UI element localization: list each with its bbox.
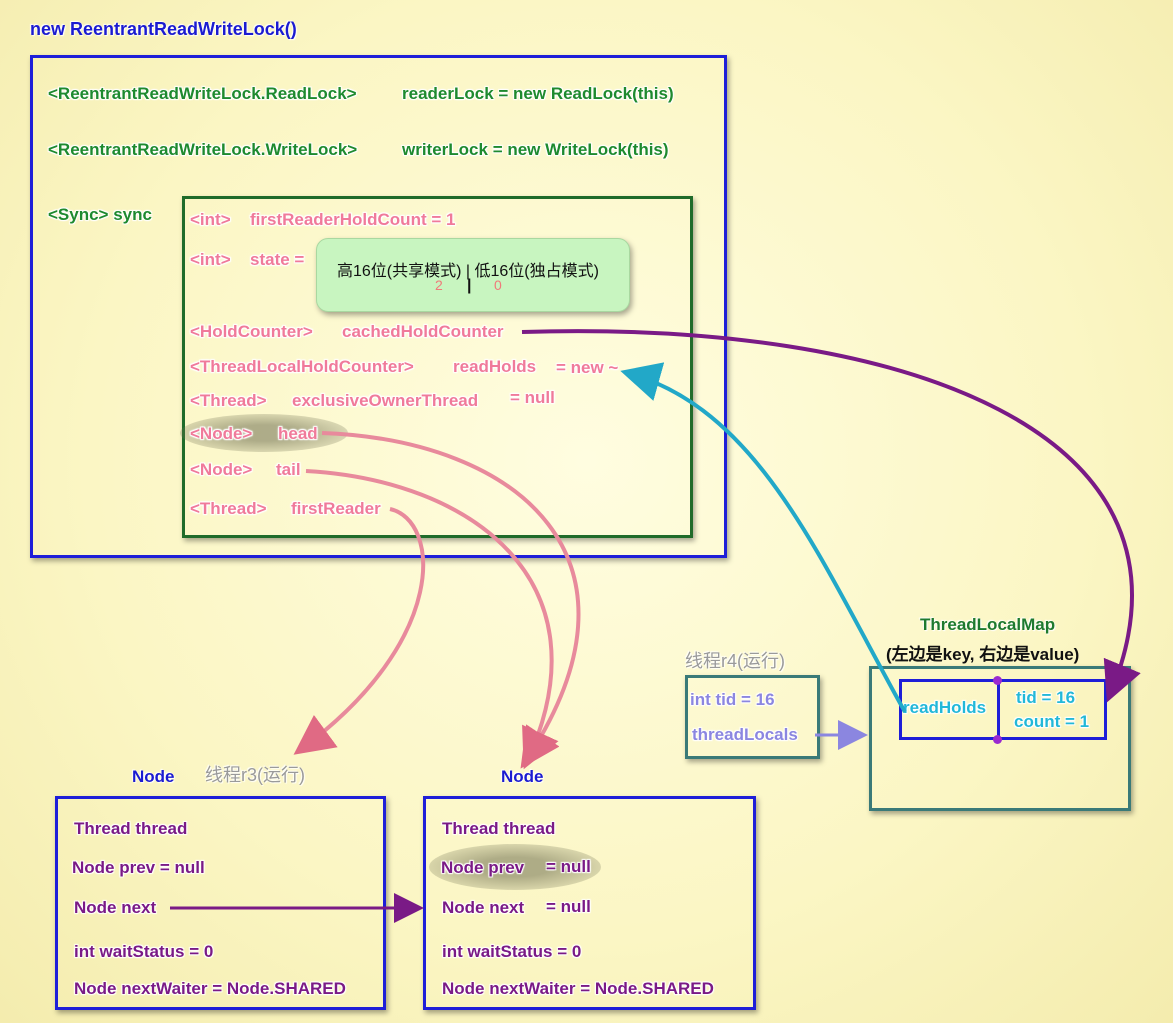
node-left-header: Node (132, 767, 175, 786)
divider-handle-top (993, 676, 1002, 685)
reader-lock-type: <ReentrantReadWriteLock.ReadLock> (48, 84, 357, 103)
state-header: 高16位(共享模式) | 低16位(独占模式) (337, 263, 599, 280)
thread-local-map-title: ThreadLocalMap (920, 615, 1056, 634)
writer-lock-decl: writerLock = new WriteLock(this) (402, 140, 669, 159)
node-right-wait-status: int waitStatus = 0 (442, 942, 582, 961)
node-right-next-waiter: Node nextWaiter = Node.SHARED (442, 979, 714, 998)
cached-hold-counter: cachedHoldCounter (342, 322, 504, 341)
node-right-header: Node (501, 767, 544, 786)
state-type: <int> (190, 250, 231, 269)
tail-name: tail (276, 460, 301, 479)
map-entry-divider (997, 679, 1000, 740)
thread-r3-label: 线程r3(运行) (205, 765, 305, 785)
tail-type: <Node> (190, 460, 253, 479)
first-reader-hold-count-type: <int> (190, 210, 231, 229)
first-reader-name: firstReader (291, 499, 381, 518)
exclusive-owner-value: = null (510, 388, 555, 407)
writer-lock-type: <ReentrantReadWriteLock.WriteLock> (48, 140, 358, 159)
node-right-next-value: = null (546, 897, 591, 916)
thread-r4-tid: int tid = 16 (690, 690, 775, 709)
exclusive-owner-type: <Thread> (190, 391, 267, 410)
node-right-box (423, 796, 756, 1010)
state-label: state = (250, 250, 305, 269)
state-high-value: 2 (435, 277, 443, 293)
reader-lock-decl: readerLock = new ReadLock(this) (402, 84, 674, 103)
node-right-prev: Node prev (441, 858, 525, 877)
read-holds-value: = new ~ (556, 358, 619, 377)
state-separator: | (467, 277, 472, 294)
cached-hold-counter-type: <HoldCounter> (190, 322, 313, 341)
thread-local-map-subtitle: (左边是key, 右边是value) (886, 645, 1080, 664)
state-low-value: 0 (494, 277, 502, 293)
node-left-next: Node next (74, 898, 157, 917)
map-entry-tid: tid = 16 (1016, 688, 1076, 707)
head-type: <Node> (190, 424, 253, 443)
map-entry-count: count = 1 (1014, 712, 1090, 731)
thread-r4-thread-locals: threadLocals (692, 725, 798, 744)
read-holds-type: <ThreadLocalHoldCounter> (190, 357, 414, 376)
divider-handle-bottom (993, 735, 1002, 744)
head-name: head (278, 424, 318, 443)
sync-label: <Sync> sync (48, 205, 152, 224)
thread-r4-label: 线程r4(运行) (685, 651, 785, 671)
node-right-prev-value: = null (546, 857, 591, 876)
node-left-box (55, 796, 386, 1010)
exclusive-owner-name: exclusiveOwnerThread (292, 391, 479, 410)
node-right-next: Node next (442, 898, 525, 917)
state-value-box: 高16位(共享模式) | 低16位(独占模式) 2 | 0 (316, 238, 630, 312)
read-holds-name: readHolds (453, 357, 537, 376)
head-highlight (180, 414, 348, 452)
node-left-thread: Thread thread (74, 819, 188, 838)
first-reader-type: <Thread> (190, 499, 267, 518)
node-right-thread: Thread thread (442, 819, 556, 838)
thread-r4-box (685, 675, 820, 759)
map-entry-key: readHolds (903, 698, 987, 717)
diagram-title: new ReentrantReadWriteLock() (30, 19, 297, 39)
prev-highlight (429, 844, 601, 890)
first-reader-hold-count: firstReaderHoldCount = 1 (250, 210, 456, 229)
node-left-prev: Node prev = null (72, 858, 205, 877)
node-left-next-waiter: Node nextWaiter = Node.SHARED (74, 979, 346, 998)
node-left-wait-status: int waitStatus = 0 (74, 942, 214, 961)
